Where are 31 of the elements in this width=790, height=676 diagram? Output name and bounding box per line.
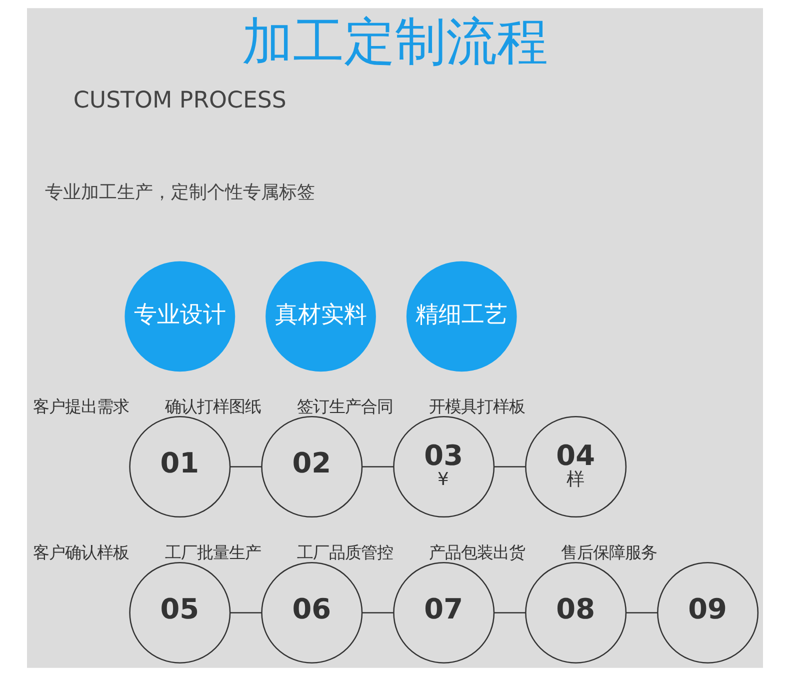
node-circle: 专业设计 [124, 261, 236, 372]
node-circle: 03 ¥ [393, 416, 495, 518]
connector [494, 612, 526, 614]
label: CUSTOM PROCESS [73, 88, 286, 114]
connector [230, 612, 262, 614]
connector [362, 612, 394, 614]
node-circle: 02 [261, 416, 363, 518]
node-circle: 04 样 [525, 416, 627, 518]
node-circle: 精细工艺 [406, 261, 517, 372]
node-label: 售后保障服务 [560, 543, 657, 562]
connector [494, 466, 526, 468]
node-label: 客户提出需求 [32, 397, 129, 416]
label: 专业加工生产，定制个性专属标签 [44, 183, 315, 204]
node-circle: 05 [129, 562, 231, 664]
node-circle: 06 [261, 562, 363, 664]
node-label: 签订生产合同 [296, 397, 393, 416]
connector [230, 466, 262, 468]
node-label: 工厂品质管控 [296, 543, 393, 562]
node-circle: 09 [657, 562, 759, 664]
node-label: 产品包装出货 [428, 543, 525, 562]
diagram-title: 加工定制流程 [242, 12, 548, 71]
node-label: 客户确认样板 [32, 543, 129, 562]
node-circle: 07 [393, 562, 495, 664]
node-circle: 08 [525, 562, 627, 664]
node-circle: 真材实料 [266, 261, 376, 372]
node-circle: 01 [129, 416, 231, 518]
node-label: 工厂批量生产 [164, 543, 261, 562]
node-label: 开模具打样板 [428, 397, 525, 416]
node-label: 确认打样图纸 [164, 397, 261, 416]
connector [626, 612, 658, 614]
connector [362, 466, 394, 468]
